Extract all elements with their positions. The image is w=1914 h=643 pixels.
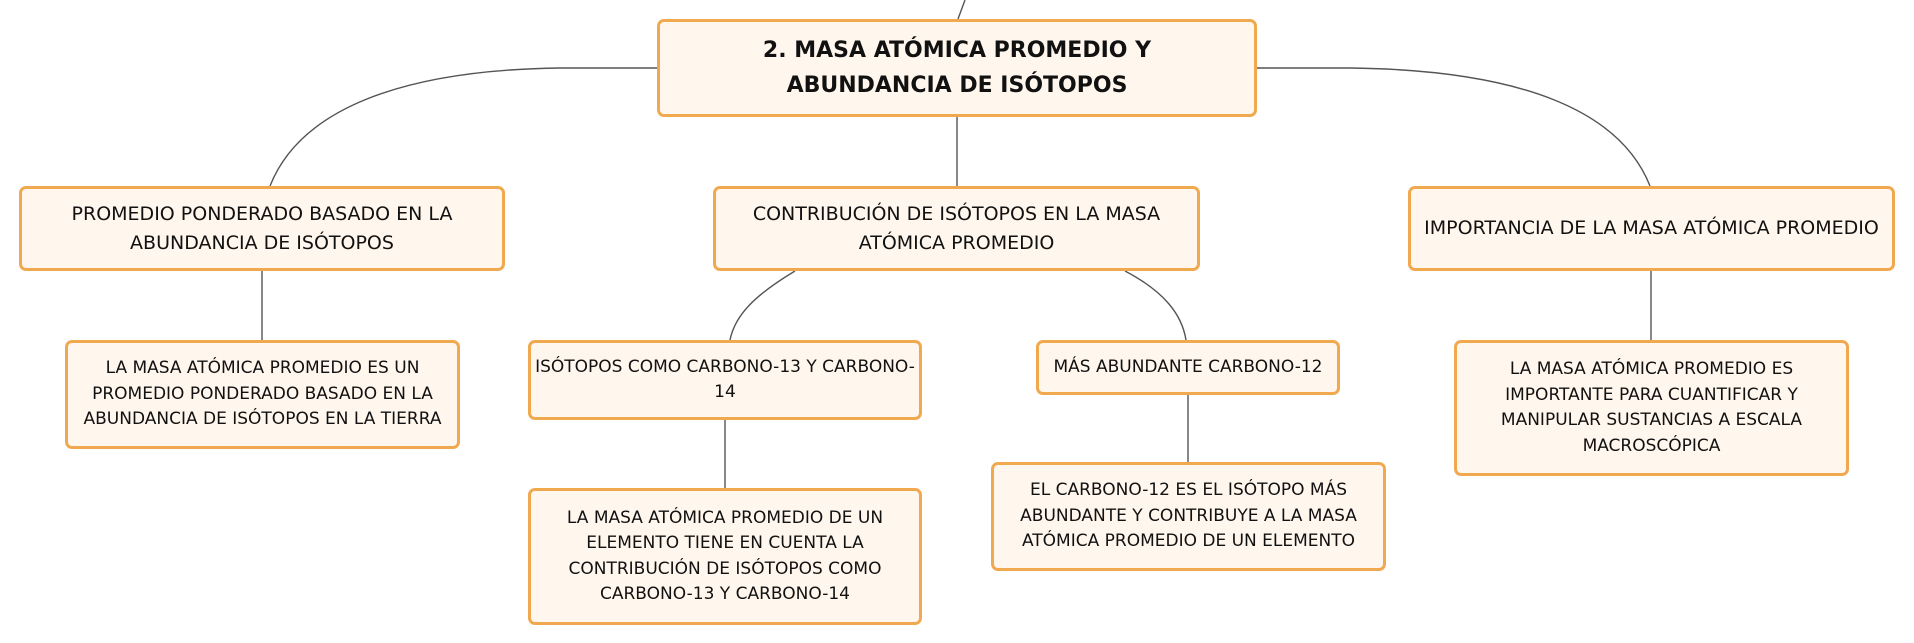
topic-node-importance[interactable]: IMPORTANCIA DE LA MASA ATÓMICA PROMEDIO: [1408, 186, 1895, 271]
topic-label-weighted-average: PROMEDIO PONDERADO BASADO EN LA ABUNDANC…: [71, 203, 453, 254]
topic-node-isotope-contribution[interactable]: CONTRIBUCIÓN DE ISÓTOPOS EN LA MASA ATÓM…: [713, 186, 1200, 271]
connector-root-to-importance: [1257, 67, 1651, 187]
subtopic-node-most-abundant-detail[interactable]: EL CARBONO-12 ES EL ISÓTOPO MÁS ABUNDANT…: [991, 462, 1386, 571]
connector-parent-line: [957, 0, 966, 20]
connector-isotope-contribution-to-most-abundant: [1124, 270, 1187, 341]
topic-label-isotope-contribution: CONTRIBUCIÓN DE ISÓTOPOS EN LA MASA ATÓM…: [752, 203, 1161, 254]
root-topic-label: 2. MASA ATÓMICA PROMEDIO Y ABUNDANCIA DE…: [762, 37, 1152, 98]
root-topic-node[interactable]: 2. MASA ATÓMICA PROMEDIO Y ABUNDANCIA DE…: [657, 19, 1257, 117]
topic-label-importance: IMPORTANCIA DE LA MASA ATÓMICA PROMEDIO: [1424, 217, 1879, 240]
subtopic-label-carbon-isotopes-detail: LA MASA ATÓMICA PROMEDIO DE UN ELEMENTO …: [566, 507, 884, 605]
subtopic-label-importance-detail: LA MASA ATÓMICA PROMEDIO ES IMPORTANTE P…: [1500, 359, 1803, 456]
topic-node-weighted-average[interactable]: PROMEDIO PONDERADO BASADO EN LA ABUNDANC…: [19, 186, 505, 271]
subtopic-label-most-abundant: MÁS ABUNDANTE CARBONO-12: [1053, 356, 1323, 377]
subtopic-label-carbon-isotopes: ISÓTOPOS COMO CARBONO-13 Y CARBONO-14: [535, 356, 915, 403]
subtopic-node-carbon-isotopes-detail[interactable]: LA MASA ATÓMICA PROMEDIO DE UN ELEMENTO …: [528, 488, 922, 625]
subtopic-node-weighted-average-detail[interactable]: LA MASA ATÓMICA PROMEDIO ES UN PROMEDIO …: [65, 340, 460, 449]
subtopic-node-most-abundant[interactable]: MÁS ABUNDANTE CARBONO-12: [1036, 340, 1340, 395]
subtopic-label-most-abundant-detail: EL CARBONO-12 ES EL ISÓTOPO MÁS ABUNDANT…: [1020, 480, 1357, 552]
connector-isotope-contribution-to-carbon-isotopes: [729, 270, 796, 341]
connector-root-to-weighted-average: [269, 67, 657, 187]
subtopic-node-carbon-isotopes[interactable]: ISÓTOPOS COMO CARBONO-13 Y CARBONO-14: [528, 340, 922, 420]
subtopic-node-importance-detail[interactable]: LA MASA ATÓMICA PROMEDIO ES IMPORTANTE P…: [1454, 340, 1849, 476]
subtopic-label-weighted-average-detail: LA MASA ATÓMICA PROMEDIO ES UN PROMEDIO …: [83, 358, 442, 430]
